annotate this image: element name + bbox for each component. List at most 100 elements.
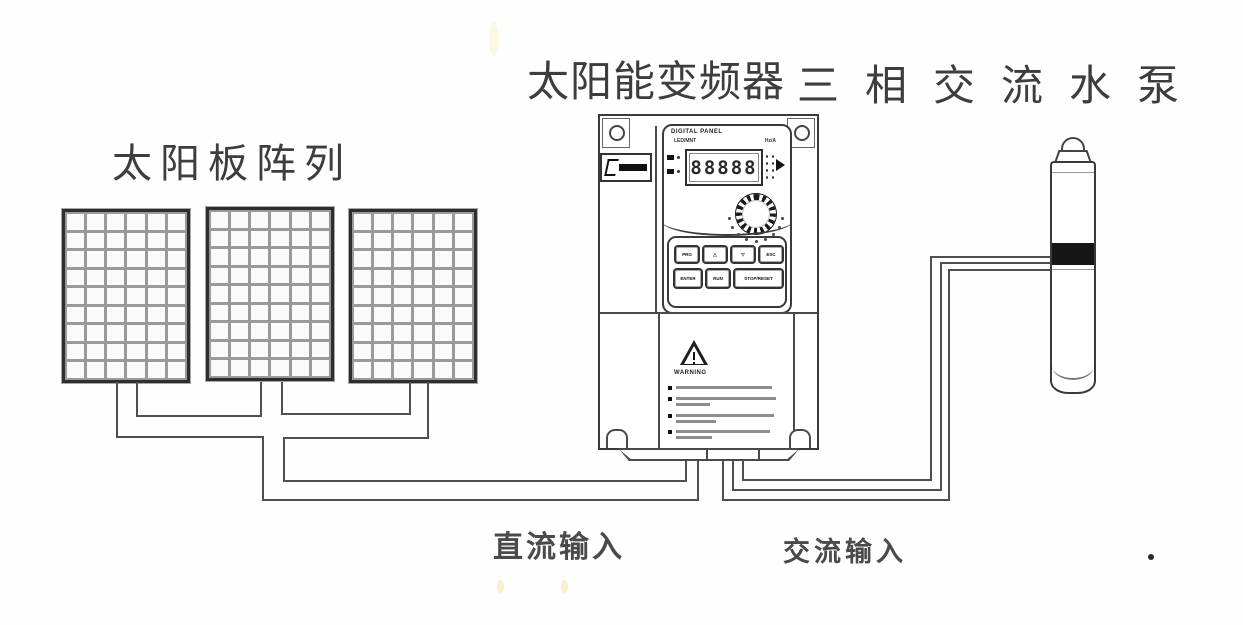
solar-cell <box>291 286 309 302</box>
solar-cell <box>251 267 269 284</box>
solar-cell <box>127 232 145 249</box>
solar-cell <box>167 325 185 341</box>
solar-cell <box>147 362 165 378</box>
solar-cell <box>211 360 229 376</box>
solar-cell <box>454 288 472 304</box>
inverter-body: DIGITAL PANEL LED/MNT Hz/A 88888 PRG △ ▽… <box>598 114 819 450</box>
knob-scale-dot <box>727 217 731 221</box>
mounting-foot <box>789 429 811 448</box>
inner-frame-line <box>658 314 660 448</box>
solar-cell <box>311 230 329 247</box>
solar-cell <box>231 323 249 339</box>
solar-panel-1 <box>62 209 190 383</box>
solar-cell <box>107 325 125 341</box>
solar-cell <box>231 304 249 321</box>
solar-cell <box>434 343 452 360</box>
panel-divider <box>655 126 657 314</box>
solar-cell <box>454 362 472 378</box>
ac-wire <box>930 257 932 481</box>
solar-cell <box>147 251 165 267</box>
solar-cell <box>147 288 165 304</box>
solar-cell <box>354 269 372 286</box>
solar-array-title: 太阳板阵列 <box>112 141 352 186</box>
solar-cell <box>271 341 289 358</box>
solar-cell <box>87 362 105 378</box>
solar-cell <box>374 269 392 286</box>
solar-cell <box>291 249 309 265</box>
solar-cell <box>67 214 85 230</box>
solar-cell <box>231 341 249 358</box>
solar-cell <box>434 288 452 304</box>
mounting-foot <box>606 429 628 448</box>
solar-cell <box>271 267 289 284</box>
solar-cell <box>67 306 85 323</box>
solar-cell <box>311 323 329 339</box>
warning-title: WARNING <box>674 370 707 376</box>
knob-scale-dot <box>754 239 758 243</box>
led-icon <box>667 155 674 160</box>
solar-cell <box>87 325 105 341</box>
solar-cell <box>231 249 249 265</box>
knob-scale-dot <box>763 237 767 241</box>
solar-cell <box>354 288 372 304</box>
ac-wire <box>722 459 724 501</box>
pump-seam <box>1052 172 1094 173</box>
inner-frame-line <box>793 314 795 448</box>
solar-cell <box>394 288 412 304</box>
solar-cell <box>127 288 145 304</box>
scan-smudge <box>497 580 504 593</box>
series-link-wire <box>260 382 262 417</box>
series-link-wire <box>409 382 411 415</box>
solar-cell <box>127 362 145 378</box>
enter-key: ENTER <box>673 268 703 289</box>
exclamation-icon <box>693 352 695 364</box>
solar-cell <box>454 214 472 230</box>
solar-cell <box>374 232 392 249</box>
solar-cell <box>87 343 105 360</box>
solar-cell <box>107 306 125 323</box>
solar-cell <box>354 325 372 341</box>
solar-cell <box>394 251 412 267</box>
solar-cell <box>167 269 185 286</box>
solar-cell <box>87 288 105 304</box>
ac-input-label: 交流输入 <box>783 537 907 567</box>
solar-cell <box>414 362 432 378</box>
solar-cell <box>374 325 392 341</box>
solar-cell <box>414 269 432 286</box>
solar-cell <box>147 269 165 286</box>
solar-cell <box>147 343 165 360</box>
solar-cell <box>67 362 85 378</box>
solar-cell <box>147 306 165 323</box>
solar-cell <box>271 286 289 302</box>
solar-cell <box>67 269 85 286</box>
solar-cell <box>211 286 229 302</box>
solar-cell <box>434 325 452 341</box>
pump-band <box>1052 243 1094 265</box>
led-indicators <box>667 155 680 183</box>
solar-cell <box>87 306 105 323</box>
solar-cell <box>67 325 85 341</box>
solar-cell <box>251 360 269 376</box>
pump-body <box>1050 161 1096 394</box>
series-link-wire <box>281 382 283 415</box>
solar-cell <box>414 232 432 249</box>
solar-cell <box>231 212 249 228</box>
dc-wire <box>427 382 429 439</box>
solar-cell <box>251 286 269 302</box>
solar-cell <box>271 304 289 321</box>
solar-cell <box>251 323 269 339</box>
solar-cell <box>291 341 309 358</box>
solar-cell <box>394 306 412 323</box>
down-key: ▽ <box>730 245 756 264</box>
solar-cell <box>311 304 329 321</box>
dc-wire <box>283 437 285 482</box>
solar-cell <box>454 269 472 286</box>
solar-cell <box>167 232 185 249</box>
solar-cell <box>394 325 412 341</box>
solar-cell <box>414 325 432 341</box>
solar-cell <box>211 249 229 265</box>
solar-cell <box>271 323 289 339</box>
terminal-flange <box>618 448 800 461</box>
keypad: PRG △ ▽ ESC ENTER RUN STOP/RESET <box>667 236 787 308</box>
solar-cell <box>87 251 105 267</box>
